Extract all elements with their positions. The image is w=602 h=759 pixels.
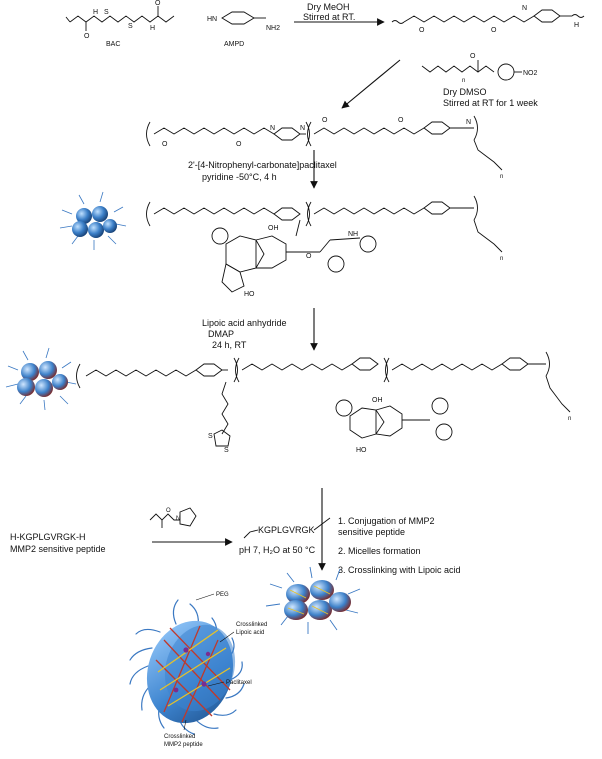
lipoic-acid-conjugate: S S OH HO n: [76, 351, 571, 454]
p1-o-1: O: [419, 27, 425, 34]
ptx-ho-1: HO: [244, 291, 255, 298]
ampd-hn: HN: [207, 16, 217, 23]
ptx-oh: OH: [268, 225, 279, 232]
step6-item-2: 2. Micelles formation: [338, 546, 421, 556]
label-peg: PEG: [216, 592, 229, 598]
label-lipoic-1: Crosslinked: [236, 622, 267, 628]
poly1-n-3: N: [466, 119, 471, 126]
p1-n: N: [522, 5, 527, 12]
step2-condition-2: Stirred at RT for 1 week: [443, 98, 538, 108]
p1-h: H: [574, 22, 579, 29]
step6-item-1a: 1. Conjugation of MMP2: [338, 516, 435, 526]
lipoic-s-2: S: [224, 447, 229, 454]
step4-catalyst: DMAP: [208, 329, 234, 339]
mpeg-nitrophenyl-carbonate: O n NO2: [421, 53, 538, 84]
step1-condition-2: Stirred at RT.: [303, 12, 355, 22]
peg-leader: [195, 593, 215, 601]
label-mmp2-2: MMP2 peptide: [164, 742, 203, 748]
step6-item-3: 3. Crosslinking with Lipoic acid: [338, 565, 461, 575]
nhs-o: O: [166, 508, 171, 514]
ptx-nh: NH: [348, 231, 358, 238]
peptide-label: MMP2 sensitive peptide: [10, 544, 106, 554]
step5-condition: pH 7, H₂O at 50 °C: [239, 545, 316, 555]
peg-copolymer: O O N N O O N n: [146, 115, 503, 180]
poly1-o-3: O: [322, 117, 328, 124]
step4-reagent: Lipoic acid anhydride: [202, 318, 287, 328]
step6-item-1b: sensitive peptide: [338, 527, 405, 537]
lipo-ptx-oh: OH: [372, 397, 383, 404]
acryloyl-peptide-label: KGPLGVRGK: [258, 525, 315, 535]
crosslinked-micelle: [129, 599, 245, 735]
mpeg-o: O: [470, 53, 476, 60]
label-lipoic-2: Lipoic acid: [236, 630, 264, 636]
poly3-n-sub: n: [568, 416, 571, 422]
bac-o-2: O: [155, 0, 161, 7]
micelle-cluster-1: [59, 191, 127, 250]
poly1-o-4: O: [398, 117, 404, 124]
step1-product: O O N H: [391, 5, 585, 34]
step2-condition-1: Dry DMSO: [443, 87, 487, 97]
paclitaxel-conjugate: HO OH O NH n: [146, 195, 503, 298]
mpeg-n: n: [462, 78, 465, 84]
poly1-n-2: N: [300, 125, 305, 132]
bac-s-2: S: [128, 23, 133, 30]
paclitaxel-leader: [207, 681, 225, 687]
bac-label: BAC: [106, 41, 120, 48]
peptide-sequence: H-KGPLGVRGK-H: [10, 532, 86, 542]
bac-structure: H S S O O H: [65, 0, 175, 40]
mpeg-no2: NO2: [523, 70, 538, 77]
bac-nh-1: H: [93, 9, 98, 16]
label-paclitaxel: Paclitaxel: [226, 680, 252, 686]
ampd-nh2: NH2: [266, 25, 280, 32]
step4-condition: 24 h, RT: [212, 340, 247, 350]
poly1-o-2: O: [236, 141, 242, 148]
poly1-n-sub: n: [500, 174, 503, 180]
ptx-o-2: O: [306, 253, 312, 260]
bac-nh-2: H: [150, 25, 155, 32]
label-mmp2-1: Crosslinked: [164, 734, 195, 740]
micelle-cluster-2: [5, 347, 77, 411]
bac-s-1: S: [104, 9, 109, 16]
poly1-n-1: N: [270, 125, 275, 132]
lipo-ptx-ho: HO: [356, 447, 367, 454]
step3-condition: pyridine -50°C, 4 h: [202, 172, 277, 182]
lipoic-leader: [219, 631, 235, 643]
nhs-n: N: [176, 516, 180, 522]
poly2-n-sub: n: [500, 256, 503, 262]
poly1-o-1: O: [162, 141, 168, 148]
nhs-acrylate: O N: [149, 507, 197, 528]
lipoic-s-1: S: [208, 433, 213, 440]
step1-condition-1: Dry MeOH: [307, 2, 350, 12]
bac-o-1: O: [84, 33, 90, 40]
step2-arrow: [341, 59, 401, 109]
ampd-structure: HN NH2: [207, 11, 280, 32]
mmp2-leader: [183, 719, 187, 731]
micelle-cluster-3: [265, 566, 361, 634]
p1-o-2: O: [491, 27, 497, 34]
step3-reagent: 2'-[4-Nitrophenyl-carbonate]paclitaxel: [188, 160, 337, 170]
ampd-label: AMPD: [224, 41, 244, 48]
